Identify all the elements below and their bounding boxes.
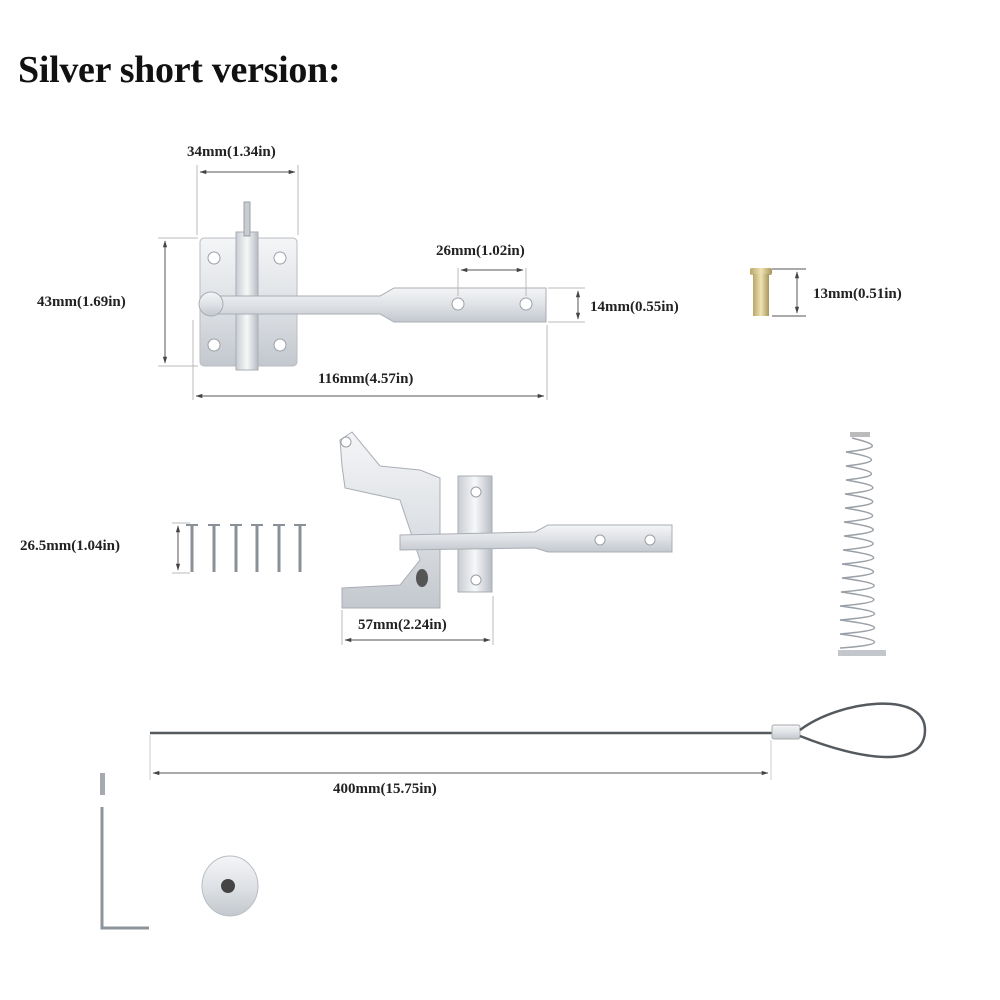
screw — [273, 524, 285, 572]
dimension-lines-brass-pin — [772, 268, 806, 317]
cable-loop — [799, 702, 927, 759]
latch-arm — [399, 524, 673, 553]
page-title: Silver short version: — [18, 49, 341, 91]
dimension-label-screw-length: 26.5mm(1.04in) — [20, 538, 120, 554]
dimension-label-latch-width: 57mm(2.24in) — [358, 617, 447, 633]
dimension-lines-latch-body — [341, 596, 494, 645]
screw — [186, 524, 198, 572]
dimension-label-bar-width: 14mm(0.55in) — [590, 299, 679, 315]
screw — [208, 524, 220, 572]
spring — [838, 432, 886, 656]
dimension-lines-screws — [172, 522, 190, 574]
gate-latch-bar — [198, 201, 547, 371]
screw — [251, 524, 263, 572]
screw — [294, 524, 306, 572]
dimension-label-plate-height: 43mm(1.69in) — [37, 294, 126, 310]
washer — [201, 855, 259, 917]
screw — [230, 524, 242, 572]
dimension-lines-latch-bar — [158, 165, 585, 400]
hex-key — [100, 773, 149, 930]
screw-hole — [207, 251, 221, 265]
cable-ferrule — [771, 724, 801, 740]
screw-hole — [273, 251, 287, 265]
arm-hole — [451, 297, 465, 311]
screw-hole — [207, 338, 221, 352]
latch-housing — [339, 431, 441, 609]
pull-cable — [150, 702, 927, 759]
arm-hole — [519, 297, 533, 311]
dimension-label-hole-spacing: 26mm(1.02in) — [436, 243, 525, 259]
dimension-label-total-length: 116mm(4.57in) — [318, 371, 414, 387]
pin — [243, 201, 251, 237]
screw-hole — [273, 338, 287, 352]
latch-arm — [204, 287, 547, 323]
knob — [198, 291, 224, 317]
dimension-lines-cable — [149, 735, 772, 780]
dimension-label-plate-width: 34mm(1.34in) — [187, 144, 276, 160]
latch-body — [339, 431, 673, 609]
dimension-label-cable-length: 400mm(15.75in) — [333, 781, 437, 797]
dimension-label-pin-height: 13mm(0.51in) — [813, 286, 902, 302]
screws — [186, 524, 306, 572]
brass-pin — [750, 268, 772, 316]
